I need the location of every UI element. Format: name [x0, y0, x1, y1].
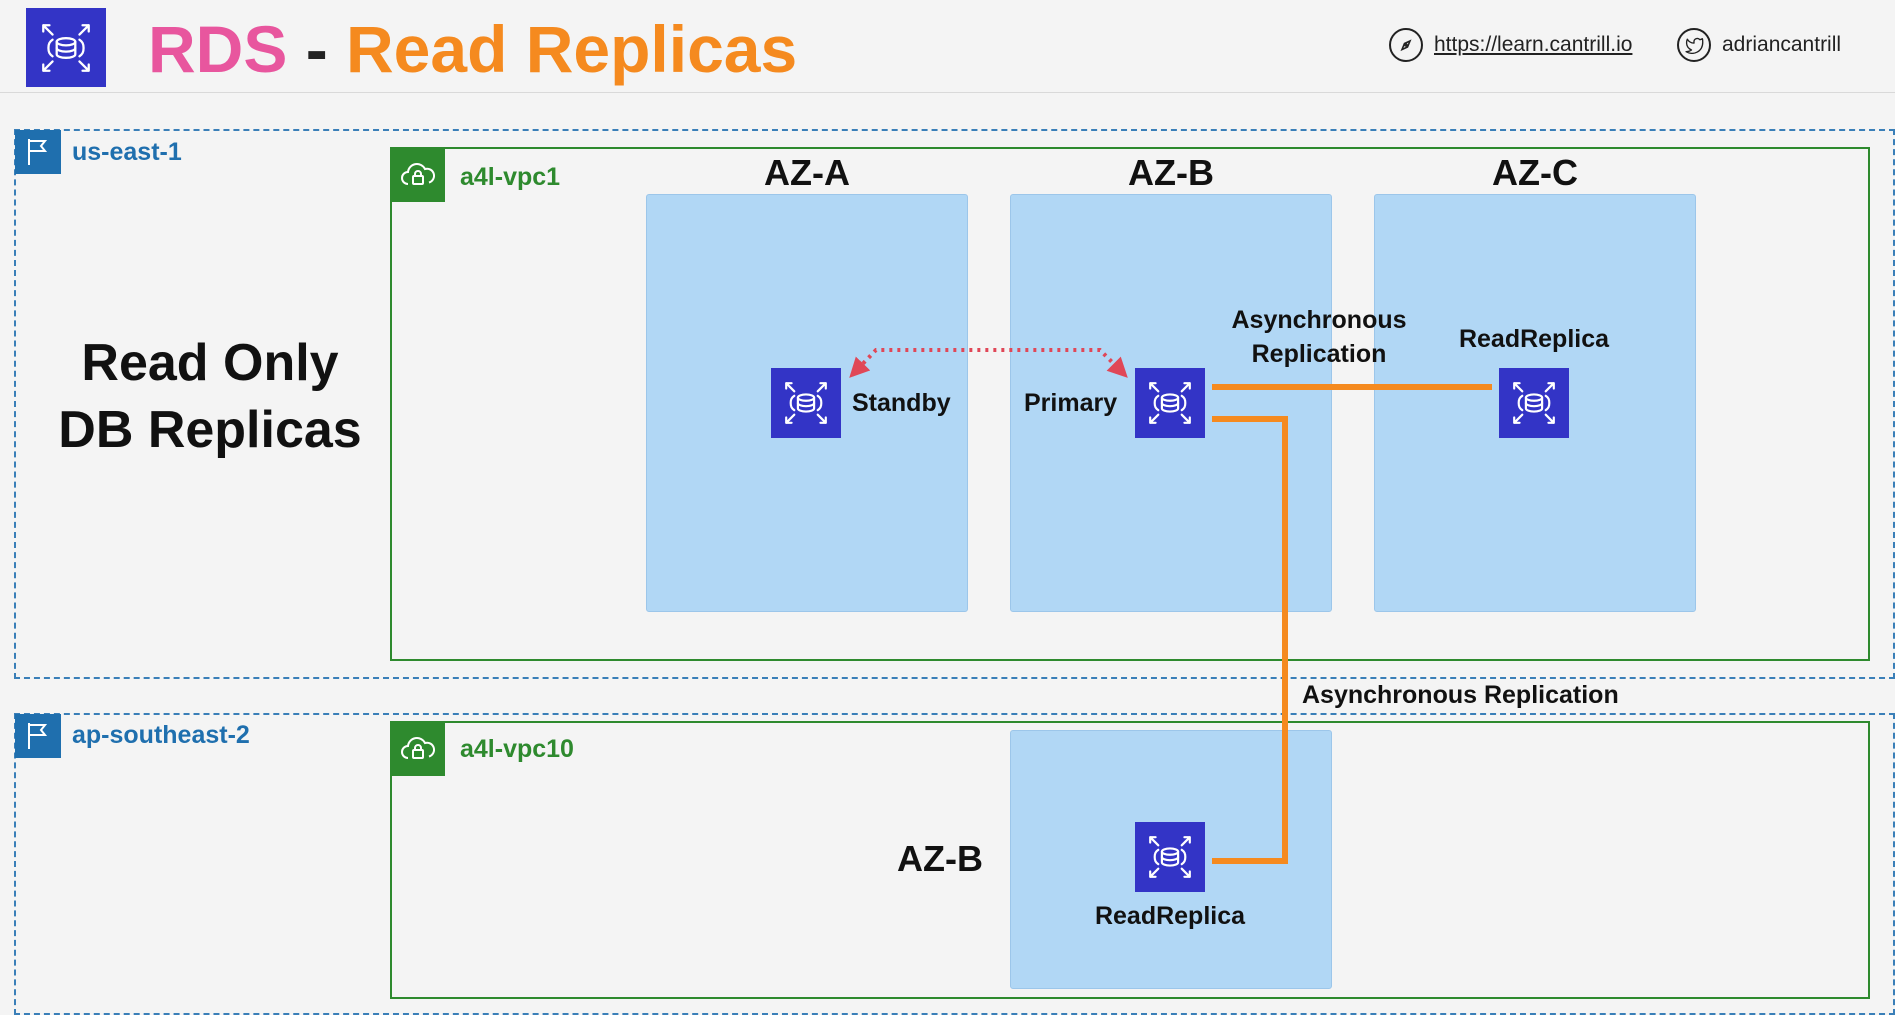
twitter-bird-icon	[1677, 28, 1711, 62]
read-only-note: Read Only DB Replicas	[40, 330, 380, 464]
region-us-east-1	[14, 129, 1895, 679]
db-primary[interactable]	[1135, 368, 1205, 438]
label-primary: Primary	[1024, 389, 1118, 417]
rds-database-icon	[785, 382, 827, 424]
region-label-ap-southeast-2: ap-southeast-2	[72, 721, 250, 749]
db-read-replica-az-c[interactable]	[1499, 368, 1569, 438]
vpc-a4l-vpc1	[390, 147, 1870, 661]
region-label-us-east-1: us-east-1	[72, 138, 182, 166]
label-read-replica-az-c: ReadReplica	[1458, 325, 1610, 353]
replication-line-cross-region	[1212, 416, 1288, 864]
region-ap-southeast-2	[14, 713, 1895, 1015]
standby-sync-link	[849, 348, 1128, 378]
vpc-label-a4l-vpc10: a4l-vpc10	[460, 735, 574, 763]
label-read-replica-apse2: ReadReplica	[1094, 902, 1246, 930]
label-standby: Standby	[852, 389, 951, 417]
rds-database-icon	[1149, 382, 1191, 424]
region-flag-icon	[15, 714, 61, 758]
website-link[interactable]: https://learn.cantrill.io	[1389, 28, 1632, 62]
website-url[interactable]: https://learn.cantrill.io	[1434, 33, 1633, 56]
region-flag-icon	[15, 130, 61, 174]
note-line-1: Read Only	[81, 334, 339, 392]
title-read-replicas: Read Replicas	[346, 12, 798, 86]
vpc-a4l-vpc10	[390, 721, 1870, 999]
twitter-handle[interactable]: adriancantrill	[1677, 28, 1841, 62]
compass-icon	[1389, 28, 1423, 62]
note-line-2: DB Replicas	[58, 401, 362, 459]
vpc-cloud-lock-icon	[391, 148, 445, 202]
vpc-label-a4l-vpc1: a4l-vpc1	[460, 163, 561, 191]
az-label-b-apse2: AZ-B	[897, 838, 983, 879]
title-rds: RDS	[148, 12, 288, 86]
az-label-b: AZ-B	[1128, 152, 1214, 193]
rds-database-icon	[1513, 382, 1555, 424]
async-line-2: Replication	[1251, 340, 1387, 368]
twitter-handle-text[interactable]: adriancantrill	[1722, 33, 1842, 56]
db-read-replica-apse2[interactable]	[1135, 822, 1205, 892]
page-title: RDS - Read Replicas	[148, 4, 797, 94]
label-async-replication-cross-region: Asynchronous Replication	[1302, 681, 1619, 709]
rds-logo	[26, 8, 106, 87]
header-divider	[0, 92, 1895, 93]
vpc-cloud-lock-icon	[391, 722, 445, 776]
rds-database-icon	[1149, 836, 1191, 878]
label-async-replication-intra: Asynchronous Replication	[1214, 303, 1424, 371]
db-standby[interactable]	[771, 368, 841, 438]
async-line-1: Asynchronous	[1231, 306, 1407, 334]
az-label-c: AZ-C	[1492, 152, 1578, 193]
az-label-a: AZ-A	[764, 152, 850, 193]
title-separator: -	[287, 12, 347, 86]
rds-database-icon	[42, 23, 90, 72]
